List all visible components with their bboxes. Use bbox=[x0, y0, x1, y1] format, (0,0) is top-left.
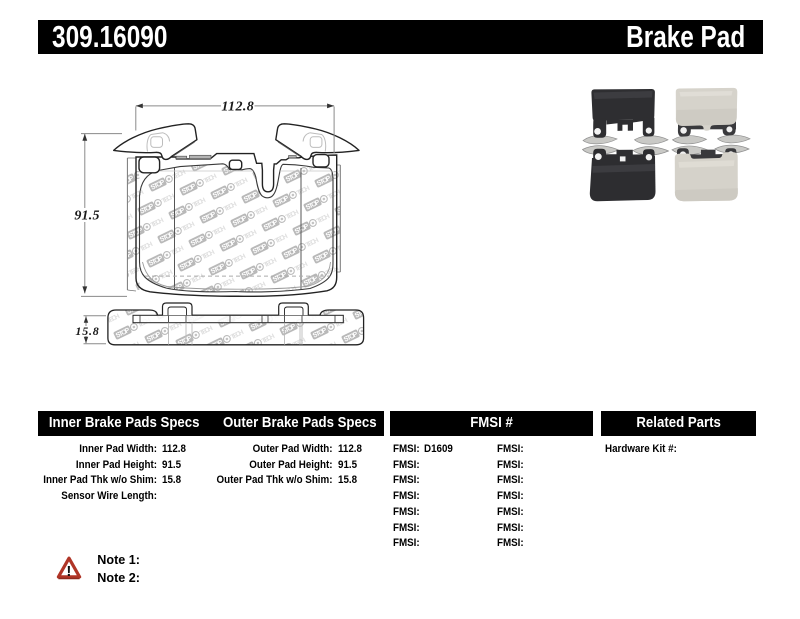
svg-text:112.8: 112.8 bbox=[221, 100, 254, 115]
svg-text:!: ! bbox=[66, 563, 71, 580]
svg-text:15.8: 15.8 bbox=[75, 324, 99, 338]
svg-text:91.5: 91.5 bbox=[74, 209, 99, 224]
